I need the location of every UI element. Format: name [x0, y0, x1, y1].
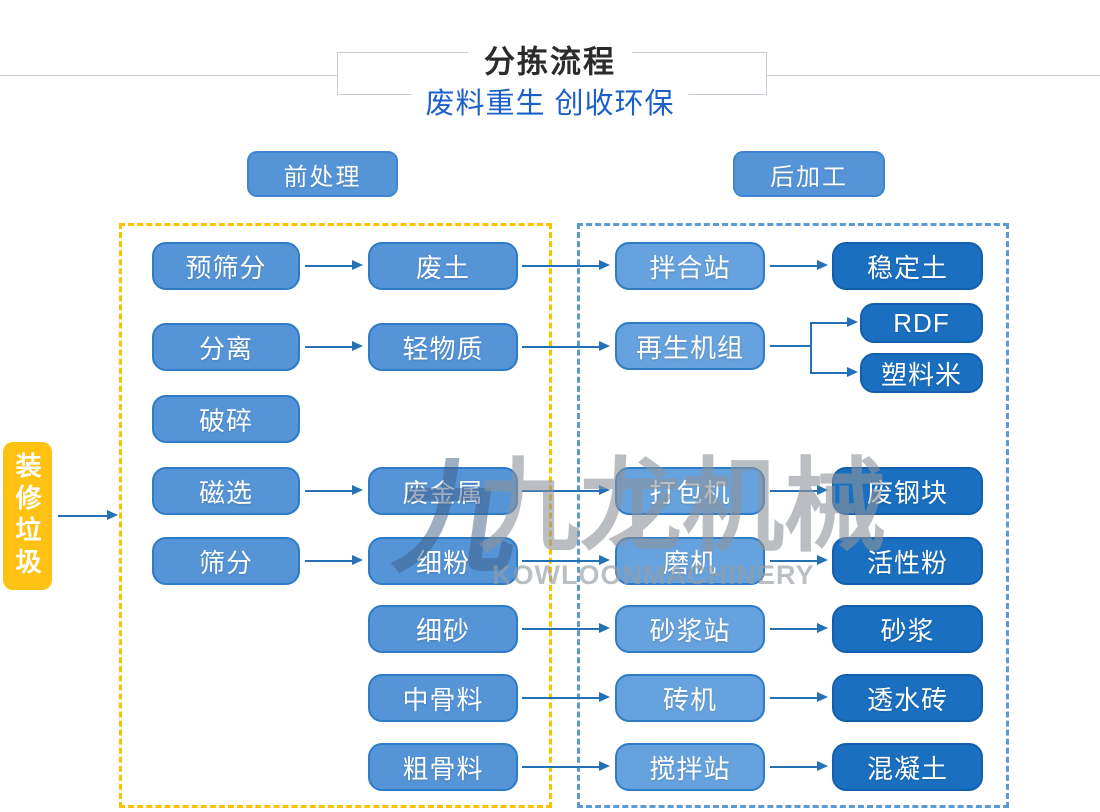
- arrow-lightmaterial-to-regenunit-icon: [522, 341, 610, 351]
- arrow-finesand-to-mortarstation-icon: [522, 623, 610, 633]
- node-mortar-station: 砂浆站: [615, 605, 765, 653]
- node-light-material: 轻物质: [368, 323, 518, 371]
- node-scrap-steel-block: 废钢块: [832, 467, 983, 515]
- arrow-regenunit-to-plasticpellets-icon: [810, 367, 858, 377]
- node-concrete: 混凝土: [832, 743, 983, 791]
- arrow-mediumaggregate-to-brickmachine-icon: [522, 692, 610, 702]
- node-separation: 分离: [152, 323, 300, 371]
- node-regeneration-unit: 再生机组: [615, 322, 765, 370]
- node-screening: 筛分: [152, 537, 300, 585]
- arrow-scrapmetal-to-baler-icon: [522, 485, 610, 495]
- arrow-prescreen-to-wastesoil-icon: [305, 260, 363, 270]
- arrow-brickmachine-to-permeablebrick-icon: [770, 692, 828, 702]
- node-medium-aggregate: 中骨料: [368, 674, 518, 722]
- page-title: 分拣流程: [468, 36, 632, 82]
- arrow-mortarstation-to-mortar-icon: [770, 623, 828, 633]
- node-plastic-pellets: 塑料米: [860, 353, 983, 393]
- arrow-wastesoil-to-mixingstation-icon: [522, 260, 610, 270]
- node-magnetic-separation: 磁选: [152, 467, 300, 515]
- arrow-stirringstation-to-concrete-icon: [770, 761, 828, 771]
- arrow-mill-to-activepowder-icon: [770, 555, 828, 565]
- arrow-finepowder-to-mill-icon: [522, 555, 610, 565]
- page-subtitle: 废料重生 创收环保: [411, 80, 689, 122]
- node-stabilized-soil: 稳定土: [832, 242, 983, 290]
- source-renovation-waste: 装修垃圾: [3, 442, 52, 590]
- node-mortar: 砂浆: [832, 605, 983, 653]
- node-coarse-aggregate: 粗骨料: [368, 743, 518, 791]
- branch-stem-line: [770, 345, 811, 347]
- arrow-baler-to-scrapsteel-icon: [770, 485, 828, 495]
- post-processing-region-border: [577, 223, 1009, 808]
- node-scrap-metal: 废金属: [368, 467, 518, 515]
- arrow-separation-to-lightmaterial-icon: [305, 341, 363, 351]
- node-mixing-station: 拌合站: [615, 242, 765, 290]
- node-waste-soil: 废土: [368, 242, 518, 290]
- node-crushing: 破碎: [152, 395, 300, 443]
- node-stirring-station: 搅拌站: [615, 743, 765, 791]
- arrow-source-to-pre-icon: [58, 510, 118, 520]
- arrow-magnetic-to-scrapmetal-icon: [305, 485, 363, 495]
- branch-vertical-line: [810, 322, 812, 374]
- section-label-post-processing: 后加工: [733, 151, 885, 197]
- node-pre-screening: 预筛分: [152, 242, 300, 290]
- node-fine-sand: 细砂: [368, 605, 518, 653]
- node-active-powder: 活性粉: [832, 537, 983, 585]
- node-permeable-brick: 透水砖: [832, 674, 983, 722]
- pre-processing-region-border: [119, 223, 552, 808]
- arrow-coarseaggregate-to-stirringstation-icon: [522, 761, 610, 771]
- node-mill: 磨机: [615, 537, 765, 585]
- arrow-screening-to-finepowder-icon: [305, 555, 363, 565]
- arrow-regenunit-to-rdf-icon: [810, 317, 858, 327]
- node-fine-powder: 细粉: [368, 537, 518, 585]
- node-baler: 打包机: [615, 467, 765, 515]
- node-brick-machine: 砖机: [615, 674, 765, 722]
- section-label-pre-processing: 前处理: [247, 151, 398, 197]
- arrow-mixingstation-to-stabilizedsoil-icon: [770, 260, 828, 270]
- node-rdf: RDF: [860, 303, 983, 343]
